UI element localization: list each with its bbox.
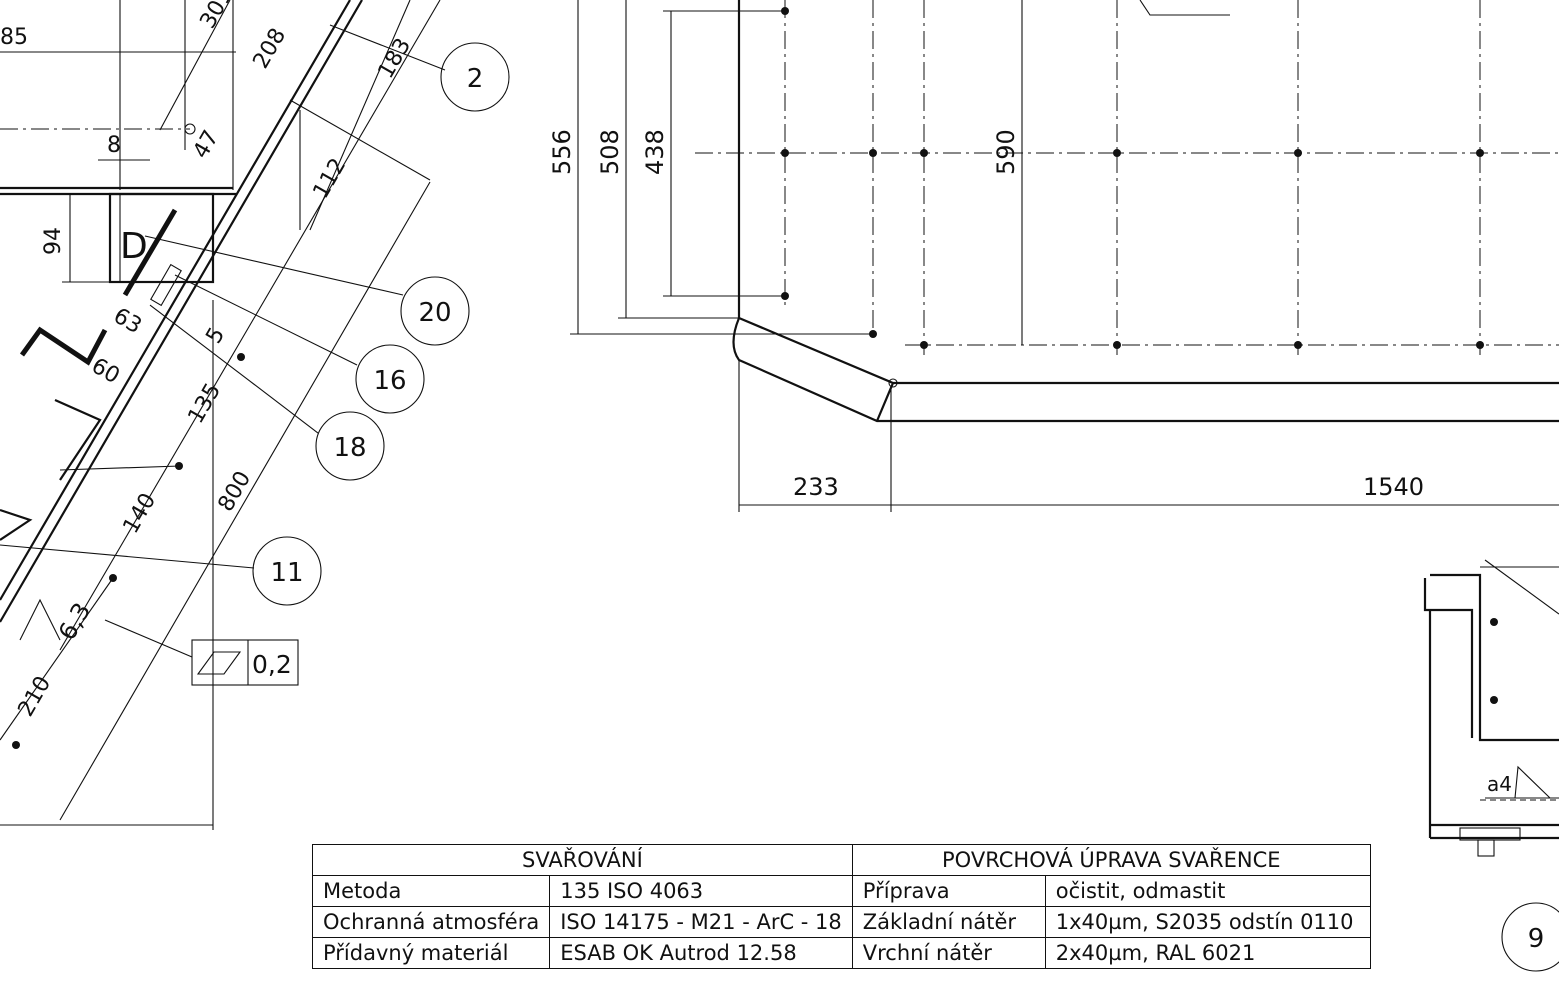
balloon-16: 16	[355, 344, 425, 414]
svg-text:2: 2	[467, 64, 484, 94]
dim-556: 556	[548, 129, 576, 175]
dim-590: 590	[992, 129, 1020, 175]
balloon-9: 9	[1501, 902, 1559, 972]
surface-label: Vrchní nátěr	[851, 937, 1046, 969]
dim-301: 301	[196, 0, 239, 33]
welding-value: 135 ISO 4063	[549, 875, 853, 907]
dim-233: 233	[793, 473, 839, 501]
dim-210: 210	[14, 672, 57, 721]
surface-label: Základní nátěr	[851, 906, 1046, 938]
surface-header: POVRCHOVÁ ÚPRAVA SVAŘENCE	[851, 844, 1371, 876]
dim-63: 63	[109, 304, 146, 340]
balloon-18: 18	[315, 411, 385, 481]
dim-135: 135	[184, 379, 227, 428]
dim-112: 112	[309, 154, 352, 203]
svg-text:20: 20	[418, 298, 451, 328]
balloon-2: 2	[440, 42, 510, 112]
dim-8: 8	[107, 133, 121, 158]
svg-text:16: 16	[373, 366, 406, 396]
dim-60: 60	[87, 354, 124, 390]
surface-value: 1x40µm, S2035 odstín 0110	[1044, 906, 1371, 938]
svg-text:11: 11	[270, 558, 303, 588]
dim-5: 5	[202, 323, 231, 348]
dim-140: 140	[119, 489, 162, 538]
welding-label: Metoda	[311, 875, 551, 907]
dim-1540: 1540	[1363, 473, 1424, 501]
flatness-value: 0,2	[252, 650, 292, 679]
svg-text:18: 18	[333, 433, 366, 463]
right-elevation-view	[570, 0, 1559, 512]
balloon-20: 20	[400, 276, 470, 346]
weld-label-a4: a4	[1487, 772, 1512, 796]
dim-183: 183	[374, 34, 417, 83]
detail-view-bottom-right: a4	[1423, 559, 1559, 857]
flatness-tolerance-frame: 0,2	[191, 639, 299, 686]
right-dimension-labels: 556 508 438 590 233 1540	[548, 129, 1424, 501]
welding-label: Ochranná atmosféra	[311, 906, 551, 938]
welding-header: SVAŘOVÁNÍ	[312, 844, 853, 876]
left-section-view	[0, 0, 446, 830]
svg-text:9: 9	[1528, 924, 1545, 954]
surface-value: očistit, odmastit	[1044, 875, 1371, 907]
process-table: SVAŘOVÁNÍ POVRCHOVÁ ÚPRAVA SVAŘENCE Meto…	[311, 844, 1371, 969]
detail-letter-d: D	[120, 226, 148, 267]
welding-value: ESAB OK Autrod 12.58	[549, 937, 853, 969]
surface-label: Příprava	[851, 875, 1046, 907]
dim-438: 438	[641, 129, 669, 175]
dim-85: 85	[0, 25, 28, 50]
welding-value: ISO 14175 - M21 - ArC - 18	[549, 906, 853, 938]
dim-94: 94	[41, 227, 66, 255]
balloon-11: 11	[252, 536, 322, 606]
left-dimension-labels: 85 301 208 183 8 47 112 94 63 5 60 135 8…	[0, 0, 416, 721]
welding-label: Přídavný materiál	[311, 937, 551, 969]
dim-508: 508	[596, 129, 624, 175]
dim-208: 208	[249, 24, 292, 73]
dim-800: 800	[214, 467, 257, 516]
surface-value: 2x40µm, RAL 6021	[1044, 937, 1371, 969]
